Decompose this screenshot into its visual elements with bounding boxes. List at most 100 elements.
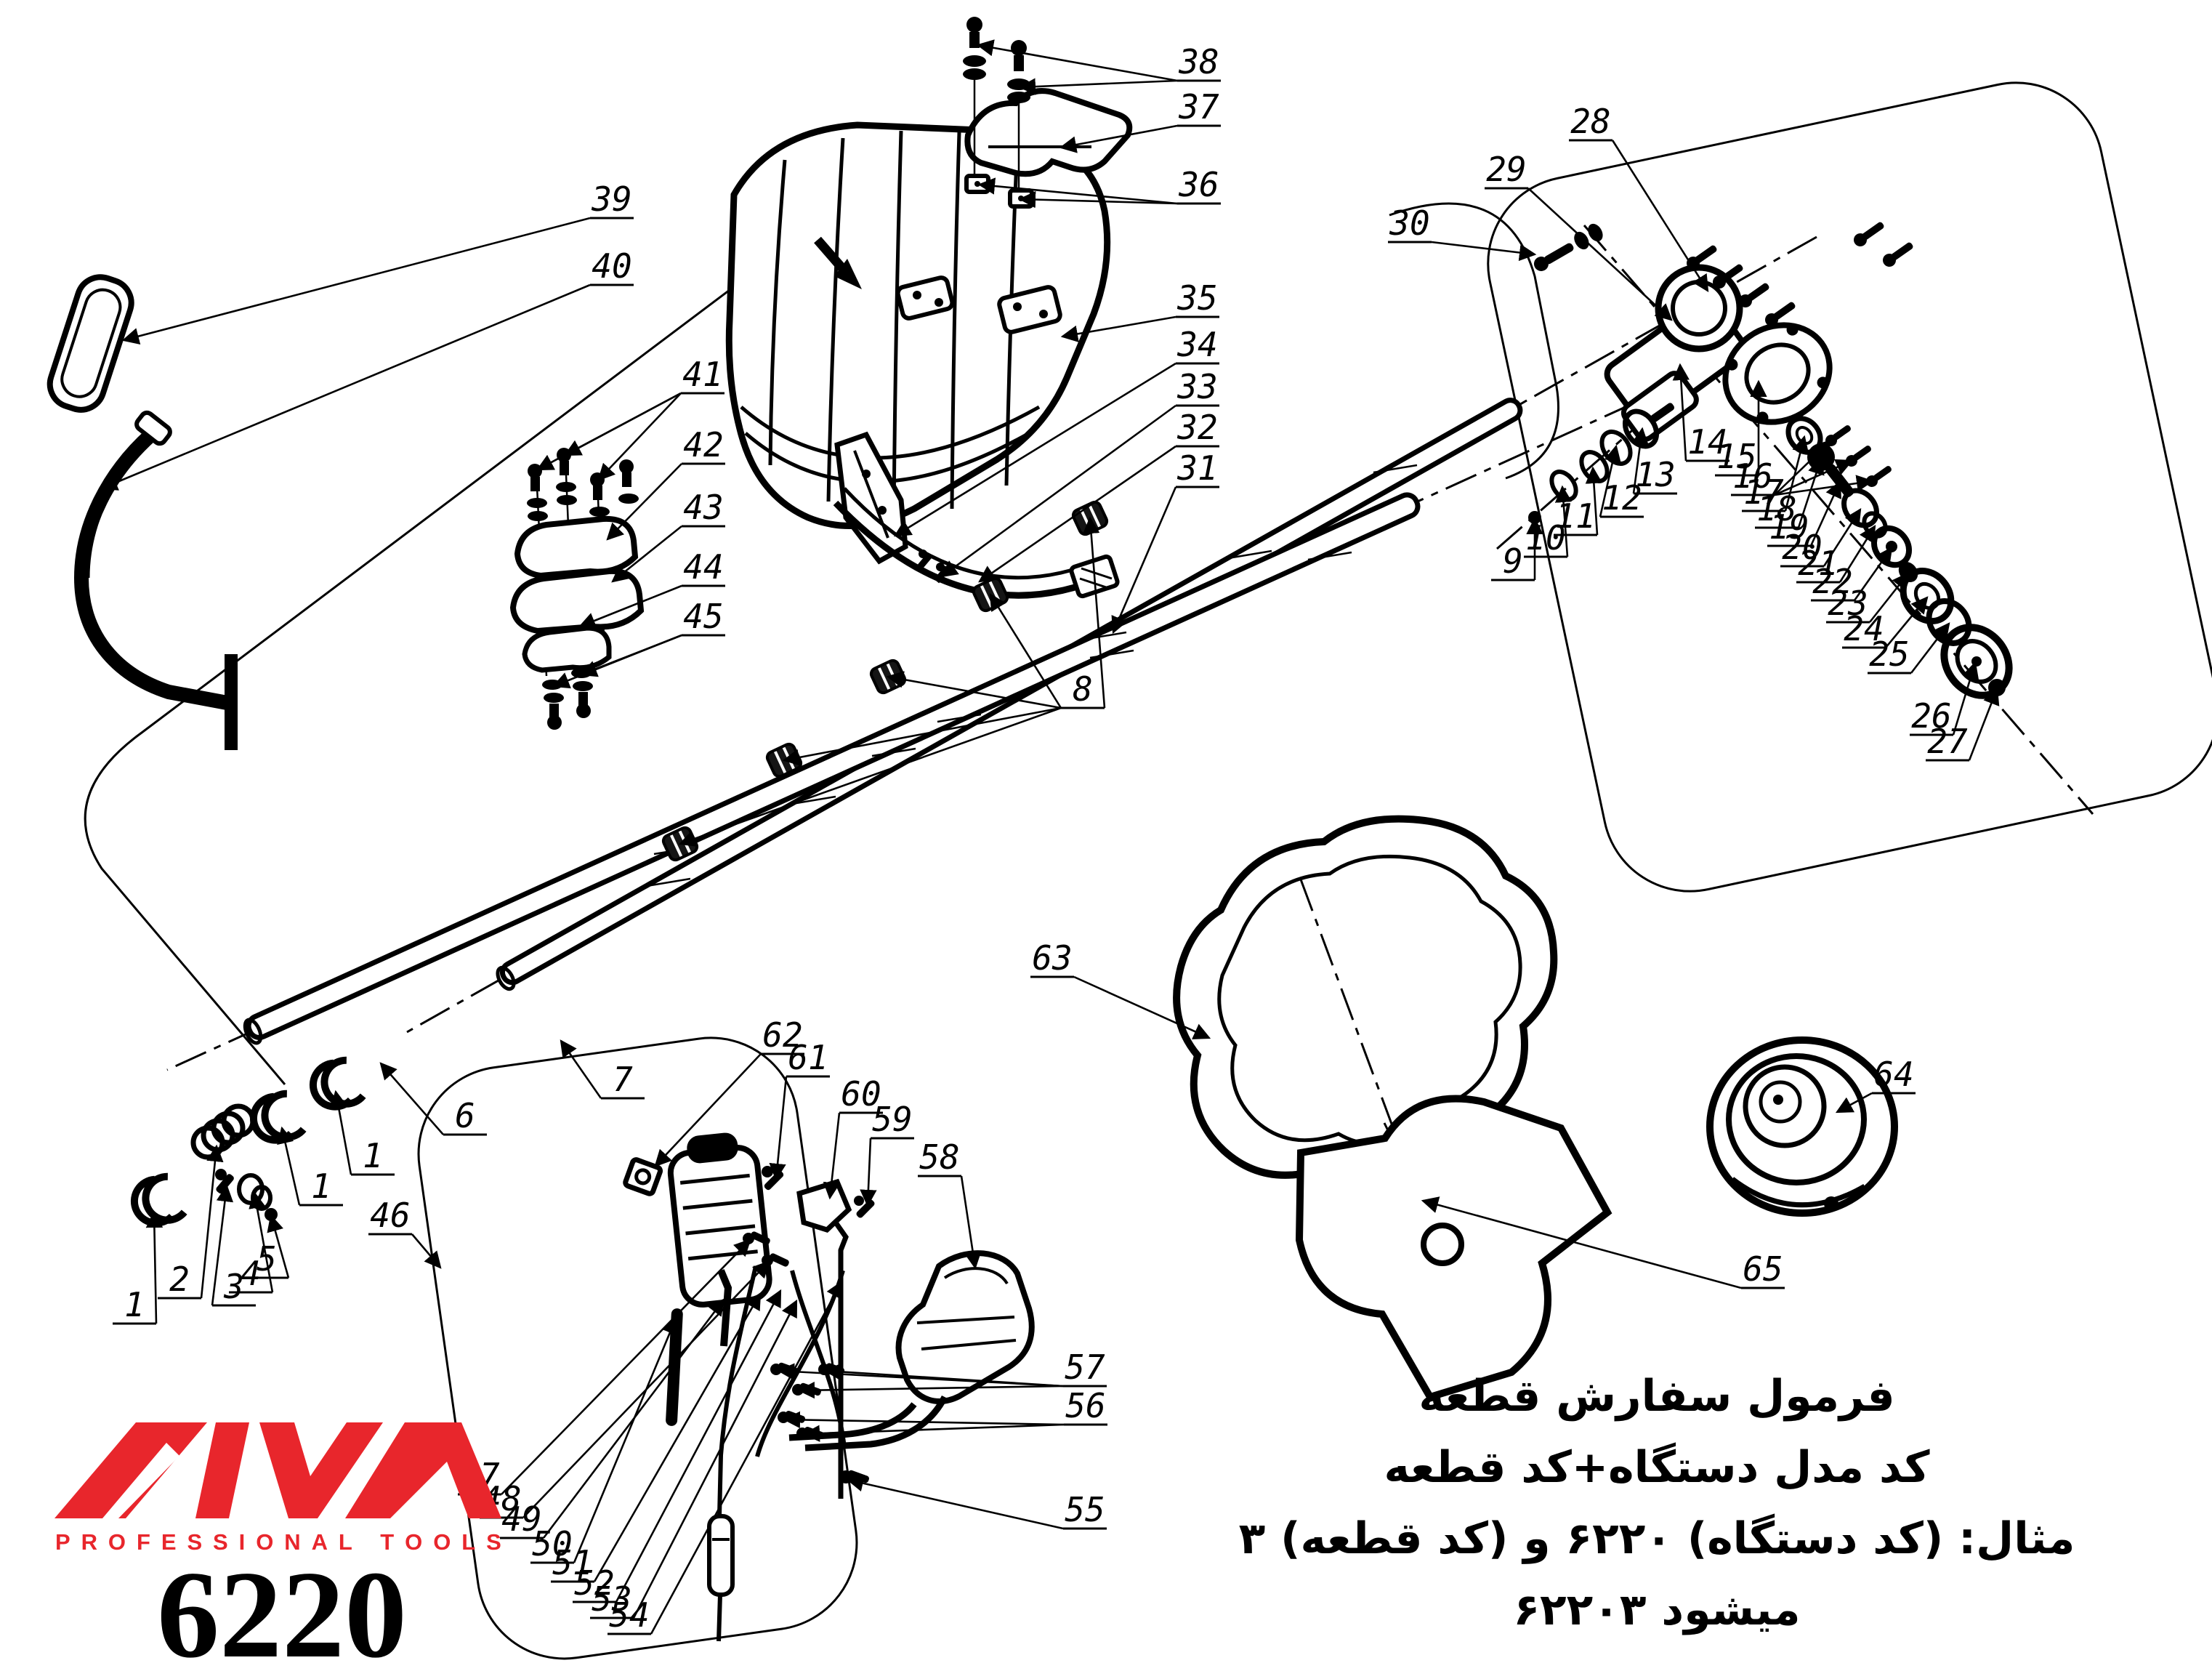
callout-leader-53 — [632, 1299, 798, 1619]
callout-17: 17 — [1742, 435, 1809, 512]
callout-leader-35 — [1060, 315, 1176, 342]
callout-leader-52 — [615, 1289, 782, 1603]
callout-leader-18 — [1797, 456, 1825, 528]
callout-40: 40 — [100, 246, 634, 491]
callout-leader-7 — [560, 1039, 602, 1099]
lock-pin — [762, 1166, 784, 1191]
callout-leader-61 — [769, 1076, 788, 1181]
callout-number-5: 5 — [257, 1239, 277, 1279]
callout-leader-20 — [1823, 508, 1862, 567]
cutting-attachments — [1173, 815, 1898, 1401]
callout-60: 60 — [823, 1074, 883, 1200]
ordering-note-line-4: میشود ۶۲۲۰۳ — [1513, 1585, 1801, 1635]
handle-grip — [47, 274, 134, 413]
callout-leader-5 — [267, 1214, 290, 1279]
gearbox-top-bolts — [1687, 222, 1913, 326]
callout-leader-43 — [611, 525, 682, 583]
callout-leader-23 — [1868, 572, 1910, 623]
bracket-screws — [743, 1231, 789, 1267]
callout-number-11: 11 — [1555, 496, 1595, 536]
callout-37: 37 — [1059, 87, 1221, 153]
callout-leader-32 — [978, 445, 1176, 583]
callout-number-1: 1 — [363, 1136, 383, 1175]
callout-leader-2 — [200, 1144, 224, 1299]
callout-number-53: 53 — [592, 1579, 631, 1619]
callout-number-40: 40 — [592, 246, 631, 286]
callout-leader-39 — [121, 217, 591, 345]
washers — [237, 1173, 273, 1211]
clip-screw — [215, 1169, 234, 1194]
callout-63: 63 — [1030, 938, 1211, 1039]
callout-number-38: 38 — [1178, 42, 1219, 81]
direction-arrow-head — [834, 259, 862, 289]
callout-leader-38 — [1018, 78, 1178, 95]
callout-20: 20 — [1780, 508, 1862, 568]
callout-leader-10 — [1554, 485, 1573, 557]
callout-number-49: 49 — [501, 1499, 541, 1539]
callout-65: 65 — [1421, 1196, 1785, 1289]
callout-leader-50 — [573, 1316, 678, 1563]
callout-32: 32 — [978, 408, 1219, 583]
ordering-note-line-1: فرمول سفارش قطعه — [1418, 1371, 1895, 1422]
callout-leader-47 — [501, 1239, 751, 1495]
callout-50: 50 — [530, 1316, 678, 1564]
clamp-screws-bottom — [542, 668, 593, 730]
callout-leader-12 — [1599, 444, 1621, 518]
callout-number-28: 28 — [1570, 102, 1610, 141]
callout-leader-1 — [330, 1090, 352, 1175]
callout-leader-26 — [1952, 661, 1979, 736]
callout-number-43: 43 — [683, 488, 723, 527]
callout-leader-24 — [1884, 596, 1929, 648]
callout-number-6: 6 — [455, 1096, 475, 1135]
callout-number-56: 56 — [1065, 1386, 1105, 1425]
throttle-lever — [667, 1132, 772, 1308]
callout-number-26: 26 — [1911, 696, 1951, 736]
callout-28: 28 — [1569, 102, 1709, 292]
callout-number-50: 50 — [532, 1524, 572, 1563]
callout-number-4: 4 — [241, 1254, 261, 1293]
ordering-note-line-2: کد مدل دستگاه+کد قطعه — [1384, 1442, 1930, 1493]
callout-leader-19 — [1809, 480, 1841, 547]
callout-number-61: 61 — [788, 1038, 828, 1077]
callout-leader-8 — [782, 706, 1062, 766]
callout-number-30: 30 — [1389, 204, 1429, 243]
callout-23: 23 — [1826, 572, 1910, 624]
link-rod — [717, 1269, 732, 1347]
callout-number-25: 25 — [1869, 635, 1909, 674]
callout-number-55: 55 — [1065, 1490, 1105, 1529]
callout-number-22: 22 — [1812, 562, 1852, 601]
trigger-region-boundary — [417, 1036, 858, 1660]
callout-leader-3 — [211, 1184, 234, 1306]
input-shaft-parts — [1528, 403, 1675, 524]
clamp-assembly — [509, 448, 645, 730]
callout-25: 25 — [1868, 622, 1950, 675]
callout-leader-6 — [379, 1062, 444, 1135]
clamp-bolts-top — [527, 448, 639, 677]
callout-number-24: 24 — [1844, 609, 1884, 648]
callout-12: 12 — [1599, 444, 1644, 518]
inner-shaft-tube — [246, 492, 1421, 1040]
callout-leader-29 — [1527, 188, 1673, 321]
callout-8: 8 — [678, 516, 1106, 847]
rear-grip — [788, 1250, 1035, 1451]
callout-leader-22 — [1853, 547, 1893, 601]
callout-leader-8 — [989, 593, 1062, 709]
callout-leader-37 — [1059, 124, 1178, 153]
outer-tube-open-end — [496, 965, 516, 991]
callout-42: 42 — [606, 425, 725, 541]
callout-number-64: 64 — [1873, 1055, 1913, 1094]
callout-leader-14 — [1672, 363, 1690, 462]
loop-handle — [73, 429, 233, 711]
callout-43: 43 — [611, 488, 725, 583]
callout-54: 54 — [608, 1280, 843, 1635]
callout-59: 59 — [860, 1100, 914, 1207]
callout-leader-1 — [145, 1210, 164, 1324]
loop-handle-mount — [134, 410, 172, 446]
callout-44: 44 — [578, 547, 725, 629]
cable-boot — [707, 1514, 735, 1642]
callout-number-46: 46 — [370, 1196, 410, 1235]
callout-number-8: 8 — [1073, 669, 1093, 709]
callout-27: 27 — [1926, 687, 2000, 762]
callout-18: 18 — [1755, 456, 1825, 529]
